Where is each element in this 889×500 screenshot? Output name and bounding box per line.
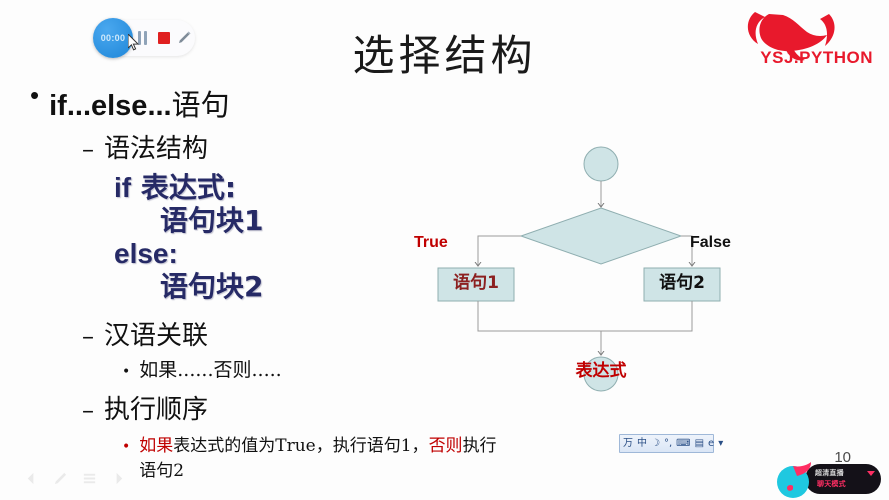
ime-mode-icon[interactable]: 万 [623,437,633,449]
level1-suffix: 语句 [171,88,230,122]
flowchart: 表达式 True False 语句1 语句2 [396,142,796,392]
sub-item-order-label: 执行顺序 [104,395,209,426]
next-slide-icon[interactable] [111,471,126,486]
mouse-cursor [128,34,140,51]
e-logo-icon[interactable]: e [708,437,715,449]
pen-tool-icon[interactable] [53,471,68,486]
rule-keyword-if: 如果 [139,436,174,457]
sub-item-syntax: – 语法结构 [82,128,510,165]
watermark-line1: 超清直播 [815,469,844,477]
logo-text: YSJ.PYTHON [760,48,873,67]
dash-marker: – [82,322,94,351]
list-item-execution-rule: • 如果表达式的值为True，执行语句1，否则执行语句2 [122,431,510,481]
flow-false-label: False [690,234,731,251]
rule-text-true: 表达式的值为True，执行语句1， [173,436,429,457]
slideshow-controls[interactable] [24,471,126,486]
watermark-line2: 聊天模式 [817,480,846,488]
chinese-mode-icon[interactable]: 中 [637,437,647,449]
moon-icon[interactable]: ☽ [651,437,660,449]
flow-true-label: True [414,234,448,251]
code-line-block1: 语句块1 [160,204,264,238]
chevron-down-icon[interactable]: ▾ [718,437,724,449]
punctuation-icon[interactable]: °, [663,437,673,449]
bullet-dot: • [122,364,131,381]
code-line-if: if 表达式: [114,171,237,204]
sub-item-chinese: – 汉语关联 [82,315,510,352]
sub-item-order: – 执行顺序 [82,389,510,426]
code-line-block2: 语句块2 [160,270,264,304]
rule-keyword-else: 否则 [428,436,463,457]
level1-text: if...else...语句 [49,82,230,124]
bull-head-logo [747,12,835,61]
recording-timer[interactable]: 00:00 [93,18,133,58]
prev-slide-icon[interactable] [24,471,39,486]
slide-menu-icon[interactable] [82,471,97,486]
watermark-badge [805,464,881,494]
toolbox-icon[interactable]: ▤ [694,437,705,449]
chinese-mapping-text: 如果......否则..... [139,359,282,382]
caret-down-icon [867,471,875,476]
live-watermark: 超清直播 聊天模式 [771,452,883,500]
list-item-chinese-mapping: • 如果......否则..... [122,355,510,382]
sub-item-chinese-label: 汉语关联 [104,321,209,352]
keyboard-icon[interactable]: ⌨ [676,437,691,449]
keyword-if-else: if...else... [49,90,172,122]
pause-icon[interactable] [133,28,150,48]
code-line-else: else: [114,238,178,270]
page-title: 选择结构 [352,31,537,80]
music-note-icon [777,462,811,498]
execution-rule-text: 如果表达式的值为True，执行语句1，否则执行语句2 [139,431,510,481]
sub-item-syntax-label: 语法结构 [104,134,209,164]
flow-statement1-label: 语句1 [453,273,499,293]
bullet-level1: • if...else...语句 [30,82,510,124]
flow-decision-label: 表达式 [575,361,627,381]
rule-text-false: 执行语句2 [139,436,497,482]
bullet-dot: • [122,439,131,456]
bullet-dot: • [30,80,40,110]
pen-icon[interactable] [174,28,191,48]
slide-content: • if...else...语句 – 语法结构 if 表达式: 语句块1 els… [30,82,510,481]
flow-statement2-label: 语句2 [659,273,705,293]
dash-marker: – [82,396,94,425]
dash-marker: – [82,135,94,163]
code-block: if 表达式: 语句块1 else: 语句块2 [114,171,510,303]
slide-number: 10 [834,449,851,466]
stop-record-icon[interactable] [154,28,171,48]
ime-toolbar[interactable]: 万 中 ☽ °, ⌨ ▤ e ▾ [619,434,723,453]
